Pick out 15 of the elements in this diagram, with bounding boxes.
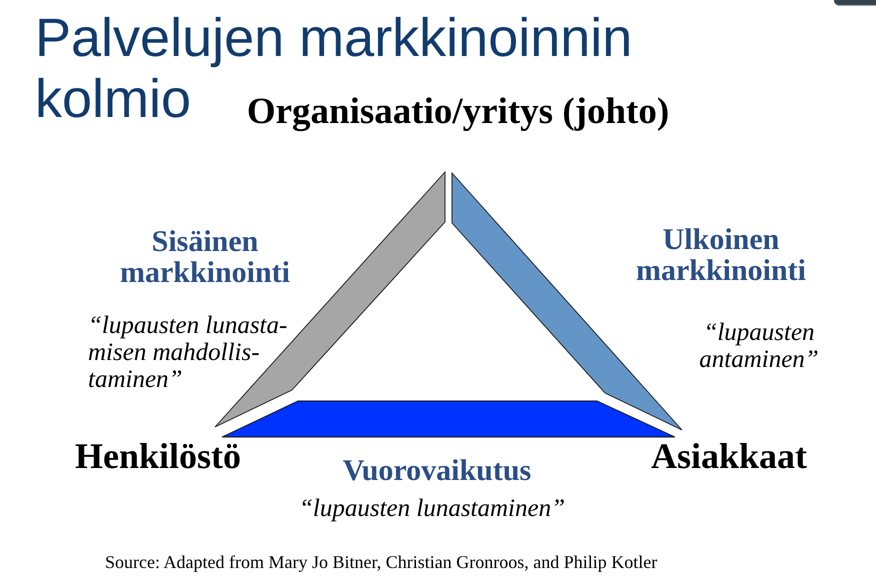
slide-title: Palvelujen markkinoinnin xyxy=(35,8,632,69)
edge-label: Vuorovaikutus xyxy=(342,455,532,486)
side-band xyxy=(222,400,676,438)
vertex-label: Organisaatio/yritys (johto) xyxy=(238,91,678,134)
vertex-label: Asiakkaat xyxy=(651,436,808,478)
slide-title: kolmio xyxy=(35,69,192,130)
source-note: Source: Adapted from Mary Jo Bitner, Christian Gronroos, and Philip Kotler xyxy=(105,551,658,574)
edge-label: Ulkoinen markkinointi xyxy=(634,224,808,286)
vertex-label: Henkilöstö xyxy=(75,436,242,478)
side-band xyxy=(452,172,682,430)
quote-text: “lupausten lunastaminen” xyxy=(298,495,566,522)
edge-label: Sisäinen markkinointi xyxy=(118,226,292,288)
side-band xyxy=(214,170,446,428)
quote-text: “lupausten antaminen” xyxy=(698,319,820,373)
quote-text: “lupausten lunasta- misen mahdollis- taminen” xyxy=(88,312,288,393)
